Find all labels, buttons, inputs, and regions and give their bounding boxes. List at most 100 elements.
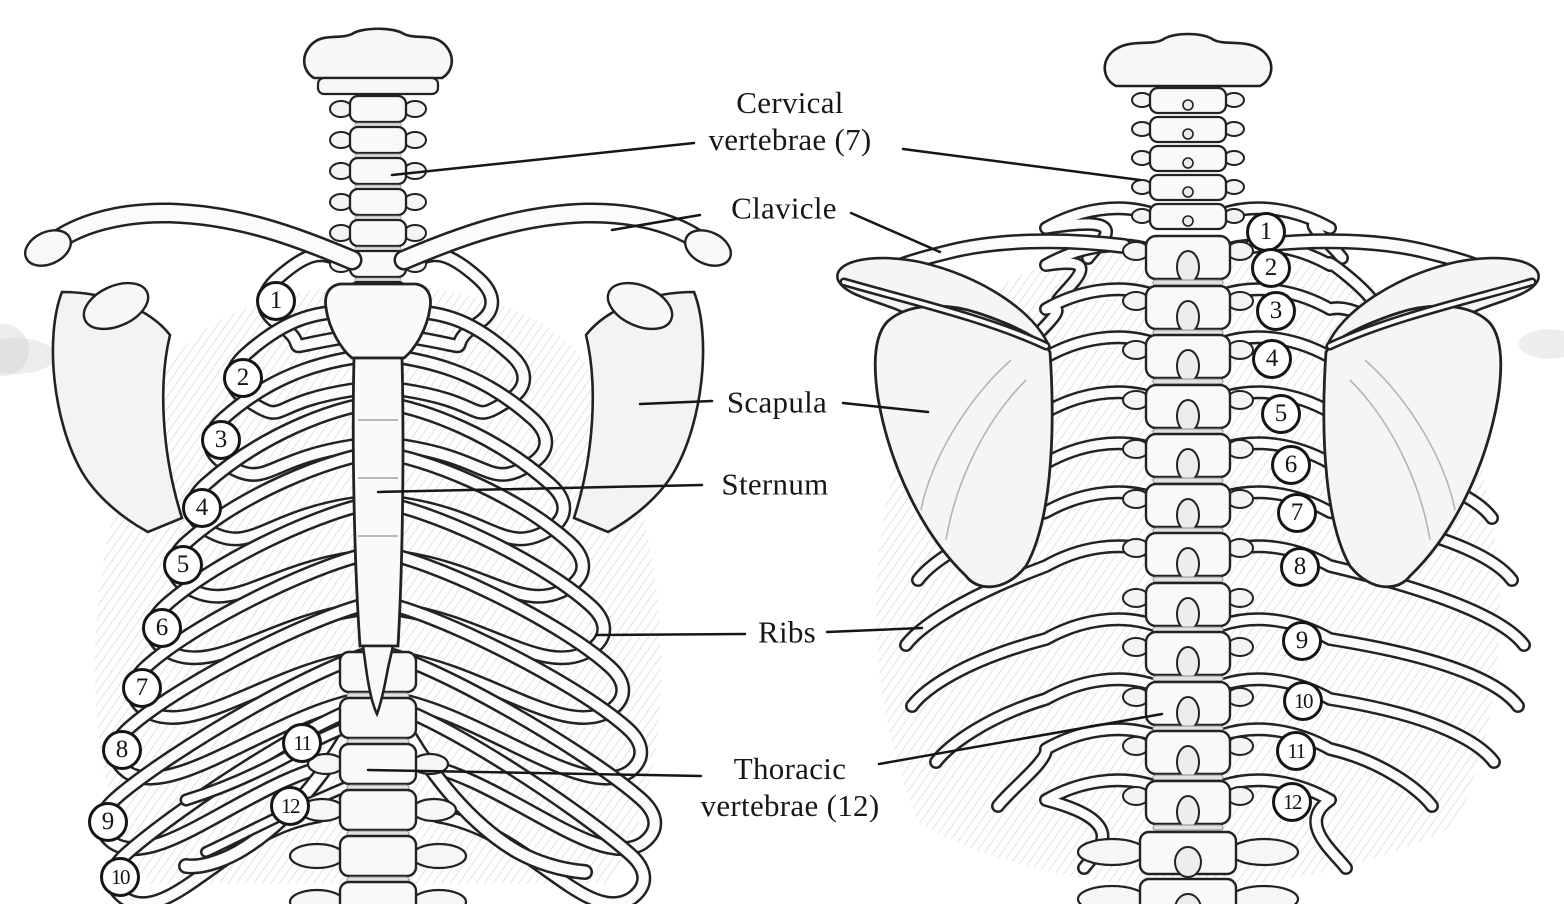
label-scapula: Scapula bbox=[727, 384, 827, 421]
anterior-view bbox=[24, 27, 732, 904]
scapula-leader-0 bbox=[638, 399, 714, 406]
anterior-atlas bbox=[302, 27, 454, 80]
posterior-spinous-process bbox=[1176, 547, 1200, 581]
posterior-rib-number-11: 11 bbox=[1276, 731, 1316, 771]
scapula-leader-1 bbox=[841, 401, 930, 414]
posterior-disc bbox=[1152, 477, 1224, 484]
anterior-cervical-wing-right bbox=[403, 193, 427, 211]
label-cervical-vertebrae-line-1: Cervical bbox=[736, 85, 844, 120]
anterior-rib-number-3: 3 bbox=[201, 420, 241, 460]
posterior-disc bbox=[1152, 378, 1224, 385]
posterior-lumbar-wing-left bbox=[1076, 837, 1148, 867]
posterior-disc bbox=[1152, 576, 1224, 583]
anterior-axis bbox=[316, 76, 440, 96]
posterior-rib-number-7: 7 bbox=[1277, 493, 1317, 533]
anterior-rib-number-6: 6 bbox=[142, 608, 182, 648]
anterior-right-clavicle-end bbox=[684, 229, 732, 267]
thoracic-vertebrae-leader-1 bbox=[877, 712, 1164, 766]
anterior-cervical-vertebra bbox=[348, 156, 408, 186]
anterior-left-clavicle-core bbox=[44, 204, 360, 268]
posterior-lumbar-spinous bbox=[1174, 893, 1202, 904]
anterior-lower-vertebra bbox=[338, 880, 418, 904]
anterior-rib-number-1: 1 bbox=[256, 281, 296, 321]
label-scapula-line-1: Scapula bbox=[726, 384, 828, 420]
anterior-left-scapula bbox=[51, 290, 184, 534]
posterior-right-scapular-spine-core bbox=[1328, 280, 1534, 348]
anterior-sternum bbox=[324, 282, 432, 718]
posterior-left-scapula bbox=[873, 304, 1054, 589]
leader-lines bbox=[366, 141, 1164, 778]
anterior-right-coracoid bbox=[606, 281, 674, 331]
anterior-clavicles bbox=[24, 202, 732, 271]
anterior-cervical-wing-left bbox=[329, 100, 353, 118]
posterior-cervical-tubercle bbox=[1182, 215, 1194, 227]
anterior-rib-7-right-core bbox=[373, 547, 628, 723]
anterior-costal-margin-left-core bbox=[180, 694, 372, 872]
posterior-rib-number-4: 4 bbox=[1252, 339, 1292, 379]
anterior-sternum-body bbox=[351, 356, 405, 648]
posterior-disc bbox=[1152, 774, 1224, 781]
posterior-rib-11-right-core bbox=[1217, 724, 1437, 811]
posterior-rib-number-2: 2 bbox=[1251, 248, 1291, 288]
posterior-spinous-process bbox=[1176, 250, 1200, 284]
posterior-rib-7-left-core bbox=[913, 487, 1159, 585]
anterior-rib-number-9: 9 bbox=[88, 802, 128, 842]
anterior-manubrium bbox=[324, 282, 432, 360]
posterior-cervical-tubercle bbox=[1182, 99, 1194, 111]
posterior-atlas bbox=[1103, 32, 1273, 88]
anterior-cervical-vertebra bbox=[348, 187, 408, 217]
posterior-rib-number-12: 12 bbox=[1272, 782, 1312, 822]
paper-smudge-0 bbox=[0, 338, 56, 374]
anterior-rib-4-right-core bbox=[373, 397, 569, 544]
anterior-rib-number-2: 2 bbox=[223, 358, 263, 398]
label-thoracic-vertebrae-line-2: vertebrae (12) bbox=[700, 788, 880, 823]
label-ribs-line-1: Ribs bbox=[757, 614, 817, 650]
anterior-lower-vertebra bbox=[338, 788, 418, 832]
anterior-lower-spine bbox=[288, 650, 468, 904]
posterior-rib-number-3: 3 bbox=[1256, 291, 1296, 331]
anterior-cervical-wing-left bbox=[329, 162, 353, 180]
posterior-rib-number-10: 10 bbox=[1283, 681, 1323, 721]
posterior-spinous-process bbox=[1176, 349, 1200, 383]
paper-smudge-2 bbox=[1519, 329, 1564, 359]
anterior-cervical-vertebra bbox=[348, 125, 408, 155]
anterior-vertebra-wing-right bbox=[410, 888, 468, 904]
posterior-rib-9-left-core bbox=[907, 614, 1159, 711]
anterior-cervical-wing-right bbox=[403, 224, 427, 242]
clavicle-leader-0 bbox=[610, 213, 702, 232]
anterior-rib-number-8: 8 bbox=[102, 730, 142, 770]
anterior-costal-margin-right-core bbox=[384, 694, 591, 878]
posterior-left-scapular-spine-core bbox=[842, 280, 1048, 348]
posterior-rib-number-1: 1 bbox=[1246, 212, 1286, 252]
label-sternum: Sternum bbox=[721, 466, 828, 503]
anterior-lower-vertebra bbox=[338, 834, 418, 878]
posterior-rib-10-right-core bbox=[1217, 674, 1499, 767]
posterior-spinous-process bbox=[1176, 646, 1200, 680]
label-thoracic-vertebrae-line-1: Thoracic bbox=[733, 751, 847, 786]
posterior-spinous-process bbox=[1176, 498, 1200, 532]
posterior-right-scapula bbox=[1322, 304, 1503, 589]
anterior-rib-3-right-core bbox=[373, 349, 551, 480]
cervical-vertebrae-leader-0 bbox=[390, 141, 696, 177]
posterior-spinous-process bbox=[1176, 448, 1200, 482]
label-sternum-line-1: Sternum bbox=[721, 466, 829, 502]
posterior-spinous-process bbox=[1176, 696, 1200, 730]
posterior-spinous-process bbox=[1176, 795, 1200, 829]
anterior-rib-8-right-core bbox=[373, 597, 646, 783]
posterior-rib-11-left-core bbox=[993, 724, 1159, 811]
label-clavicle-line-1: Clavicle bbox=[731, 190, 837, 226]
posterior-rib-12-right-core bbox=[1217, 775, 1351, 873]
anterior-lower-vertebra bbox=[338, 742, 418, 786]
posterior-disc bbox=[1152, 279, 1224, 286]
anterior-cervical-wing-right bbox=[403, 100, 427, 118]
anterior-rib-number-7: 7 bbox=[122, 668, 162, 708]
posterior-lumbar-wing-right bbox=[1228, 837, 1300, 867]
anterior-vertebra-wing-right bbox=[410, 797, 458, 823]
posterior-rib-number-6: 6 bbox=[1271, 445, 1311, 485]
anterior-cervical-vertebra bbox=[348, 218, 408, 248]
posterior-view bbox=[836, 32, 1540, 904]
